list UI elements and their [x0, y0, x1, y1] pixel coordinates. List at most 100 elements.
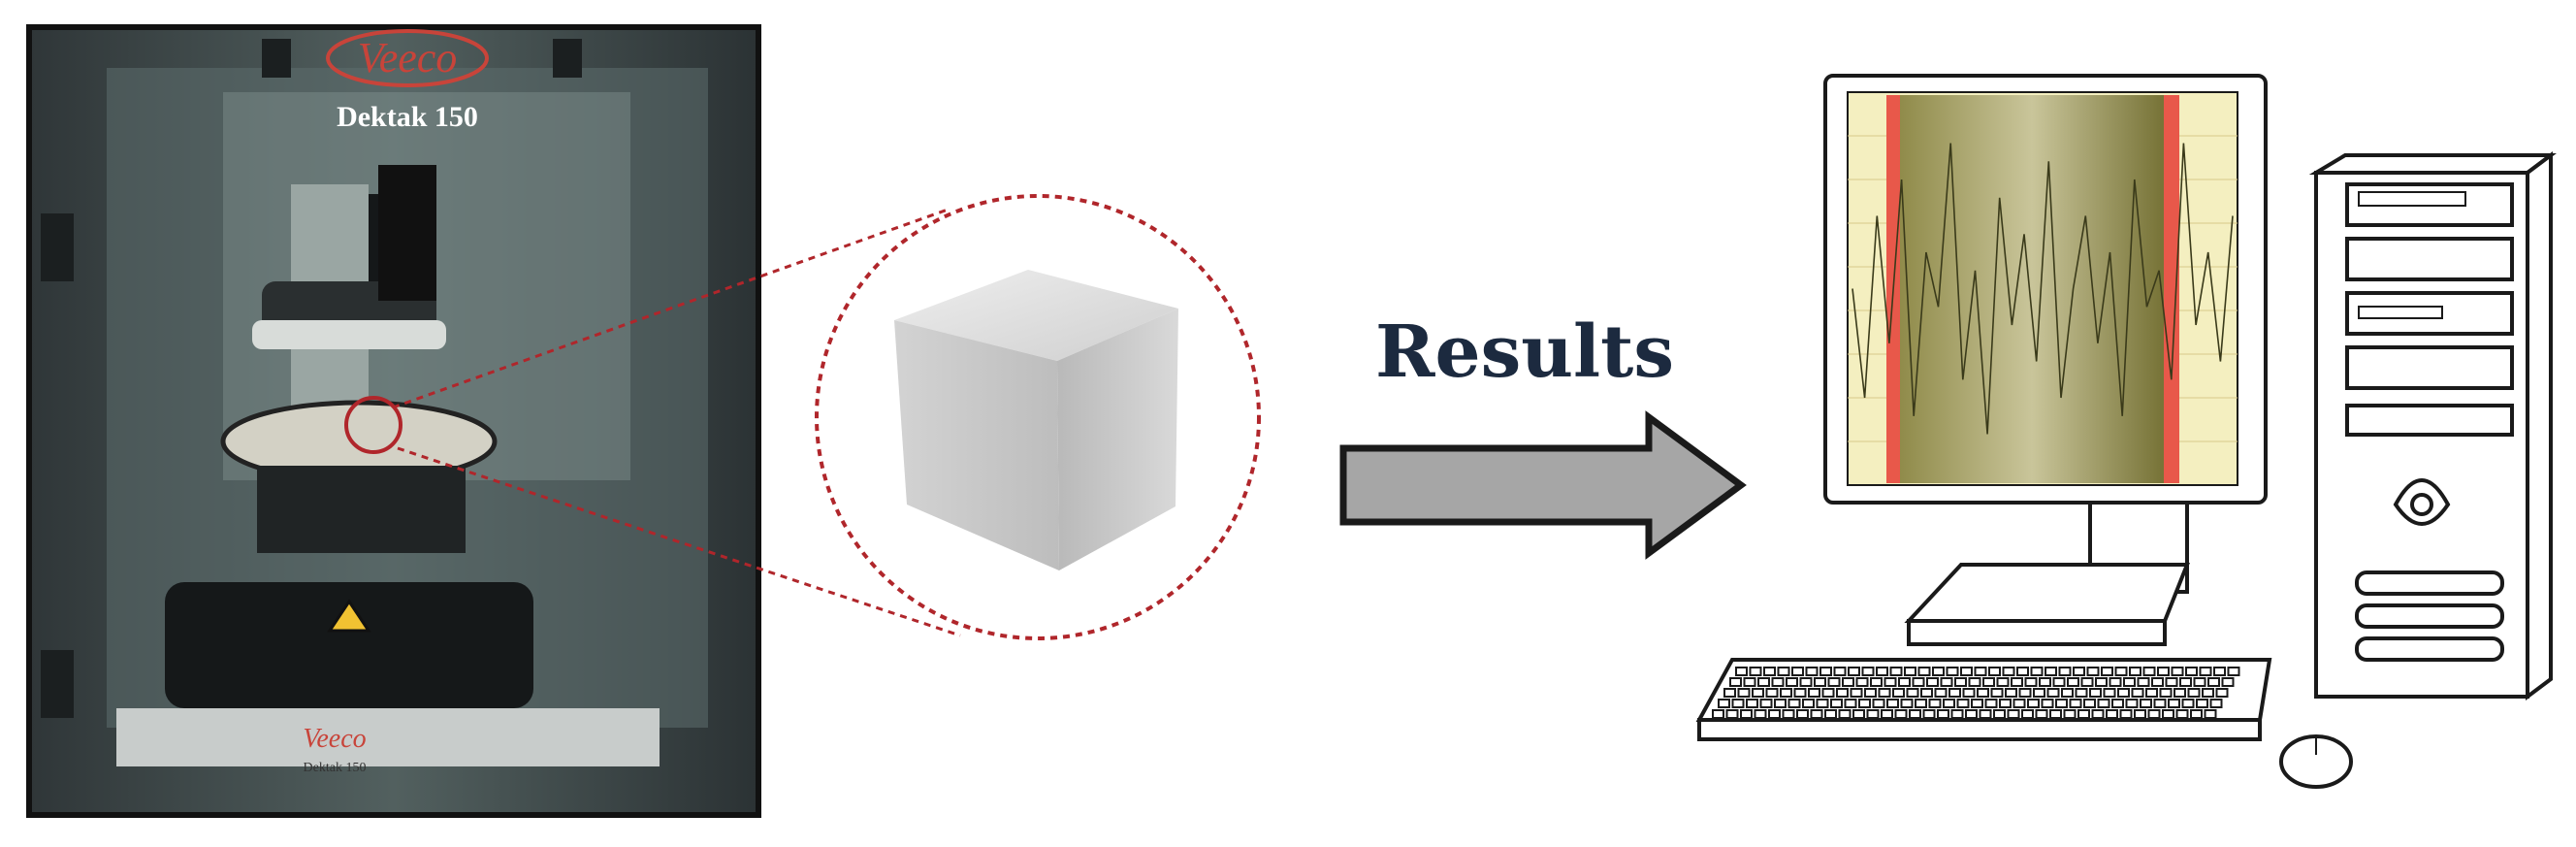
keyboard-key [1870, 677, 1883, 687]
keyboard-key [2075, 688, 2088, 698]
measurement-spot-marker [344, 396, 402, 454]
keyboard-key [1816, 699, 1829, 708]
keyboard-key [2052, 677, 2066, 687]
keyboard-key [2045, 667, 2057, 676]
keyboard-key [1786, 677, 1798, 687]
keyboard-key [2027, 699, 2040, 708]
keyboard-key [1808, 688, 1820, 698]
keyboard-key [2012, 699, 2026, 708]
keyboard-key [2181, 699, 2195, 708]
keyboard-key [2168, 699, 2180, 708]
keyboard-key [2101, 667, 2113, 676]
keyboard-key [2174, 688, 2186, 698]
keyboard-key [2204, 709, 2217, 719]
keyboard-key [1922, 709, 1936, 719]
keyboard-key [2005, 688, 2017, 698]
keyboard-key [2125, 699, 2139, 708]
keyboard-key [1904, 667, 1916, 676]
keyboard-key [2140, 699, 2152, 708]
keyboard-key [1900, 699, 1914, 708]
keyboard-key [2131, 688, 2144, 698]
keyboard-key [1886, 699, 1899, 708]
keyboard-key [1771, 677, 1785, 687]
keyboard-key [2069, 699, 2082, 708]
keyboard-key [1844, 699, 1857, 708]
keyboard-key [2157, 667, 2170, 676]
keyboard-key [2080, 677, 2094, 687]
keyboard-key [2061, 688, 2074, 698]
keyboard-key [2114, 667, 2128, 676]
keyboard-key [2049, 709, 2062, 719]
sample-cube [894, 270, 1178, 570]
keyboard-key [2055, 699, 2068, 708]
keyboard-key [2199, 667, 2212, 676]
band-right-marker [2164, 95, 2179, 483]
keyboard-key [1906, 688, 1919, 698]
keyboard-key [2109, 677, 2122, 687]
results-arrow [1339, 410, 1747, 560]
keyboard-key [1878, 688, 1891, 698]
keyboard-key [1855, 677, 1869, 687]
keyboard-key [1965, 709, 1978, 719]
veeco-logo: Veeco [358, 34, 458, 81]
keyboard-key [1765, 688, 1779, 698]
keyboard-key [1898, 677, 1911, 687]
keyboard-key [2016, 667, 2029, 676]
keyboard-key [1850, 688, 1863, 698]
keyboard-key [1749, 667, 1762, 676]
keyboard-key [1926, 677, 1939, 687]
keyboard-key [1777, 667, 1790, 676]
keyboard-key [1861, 667, 1875, 676]
keyboard-key [2058, 667, 2072, 676]
keyboard-key [2067, 677, 2079, 687]
profile-trace [1852, 143, 2234, 435]
keyboard-key [1960, 667, 1973, 676]
keyboard-key [2111, 699, 2124, 708]
keyboard-key [2162, 709, 2174, 719]
computer-sketch [1695, 74, 2557, 789]
model-label: Dektak 150 [337, 101, 478, 133]
keyboard-key [2086, 667, 2100, 676]
keyboard-key [2021, 709, 2034, 719]
keyboard-key [1757, 677, 1770, 687]
keyboard-key [2097, 699, 2110, 708]
base-model-label: Dektak 150 [304, 761, 367, 775]
mouse [2279, 734, 2353, 789]
keyboard-key [2018, 688, 2032, 698]
keyboard-key [2207, 677, 2220, 687]
keyboard-key [1884, 677, 1897, 687]
keyboard-key [2175, 709, 2189, 719]
keyboard-key [1915, 699, 1927, 708]
keyboard-key [1782, 709, 1795, 719]
keyboard-key [1974, 667, 1987, 676]
keyboard-key [1852, 709, 1865, 719]
keyboard-key [2227, 667, 2240, 676]
keyboard-key [1984, 699, 1998, 708]
keyboard-key [1731, 699, 1745, 708]
keyboard-key [1827, 677, 1841, 687]
keyboard-key [1864, 688, 1877, 698]
keyboard-key [1917, 667, 1931, 676]
keyboard-key [1858, 699, 1871, 708]
keyboard-key [2137, 677, 2150, 687]
keyboard-key [2035, 709, 2048, 719]
keyboard-key [2134, 709, 2146, 719]
keyboard-key [1962, 688, 1976, 698]
keyboard-key [1752, 688, 1764, 698]
keyboard-key [2196, 699, 2208, 708]
keyboard-key [1988, 667, 2001, 676]
keyboard-key [2221, 677, 2235, 687]
keyboard-key [2193, 677, 2206, 687]
keyboard-key [1979, 709, 1992, 719]
keyboard-key [2215, 688, 2229, 698]
keyboard-key [2185, 667, 2198, 676]
keyboard-key [1996, 677, 2010, 687]
keyboard-key [1735, 667, 1748, 676]
keyboard-key [1990, 688, 2004, 698]
keyboard-key [1805, 667, 1819, 676]
keyboard-key [1802, 699, 1815, 708]
keyboard-key [1791, 667, 1804, 676]
keyboard-key [1833, 667, 1847, 676]
keyboard-key [2083, 699, 2096, 708]
